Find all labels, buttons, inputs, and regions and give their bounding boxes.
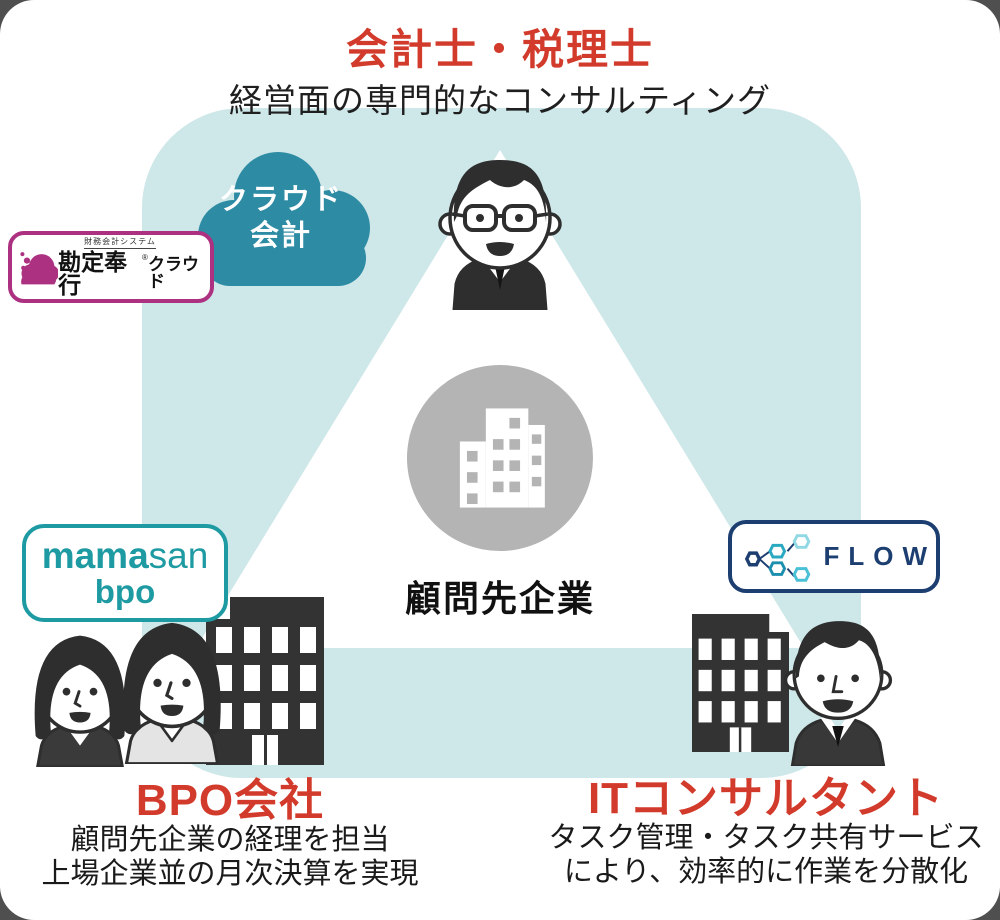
it-role-title: ITコンサルタント [587, 774, 945, 823]
kanjo-system-label: 財務会計システム [84, 237, 156, 249]
bpo-role-line1: 顧問先企業の経理を担当 [70, 824, 390, 856]
bpo-role-block: BPO会社 顧問先企業の経理を担当 上場企業並の月次決算を実現 [10, 779, 450, 891]
businesswoman-icon-2 [123, 622, 221, 764]
mamasan-logo-line2: bpo [94, 573, 156, 611]
mamasan-logo-line1: mamasan [42, 537, 209, 575]
businesswoman-icon-1 [34, 635, 126, 767]
mamasan-bpo-logo: mamasan bpo [22, 524, 228, 622]
flow-logo: FLOW [728, 520, 940, 593]
mamasan-bold-part: mama [41, 535, 149, 577]
office-building-icon-left [206, 597, 324, 765]
accountant-person-icon [438, 160, 562, 310]
businessman-icon [783, 621, 893, 766]
it-role-line1: タスク管理・タスク共有サービス [548, 822, 984, 854]
kanjo-brand-text: 勘定奉行 [58, 248, 128, 298]
registered-mark: ® [142, 252, 148, 262]
cloud-accounting-badge: クラウド 会計 [196, 182, 366, 255]
office-building-icon-right [692, 613, 789, 753]
bpo-role-line2: 上場企業並の月次決算を実現 [41, 858, 419, 891]
cloud-badge-line1: クラウド [218, 184, 343, 216]
top-role-description: 経営面の専門的なコンサルティング [228, 82, 772, 119]
company-building-icon [459, 408, 545, 508]
bpo-role-title: BPO会社 [135, 776, 325, 825]
cloud-icon [198, 152, 370, 286]
flow-brand-text: FLOW [823, 541, 936, 571]
it-role-block: ITコンサルタント タスク管理・タスク共有サービス により、効率的に作業を分散化 [540, 777, 992, 889]
center-company-label: 顧問先企業 [404, 578, 595, 619]
it-role-line2: により、効率的に作業を分散化 [563, 856, 969, 889]
top-role-title: 会計士・税理士 [345, 26, 654, 73]
cloud-badge-line2: 会計 [249, 220, 312, 253]
kanjo-suffix-text: クラウド [147, 254, 199, 291]
kanjo-bugyo-cloud-logo: 財務会計システム 勘定奉行 ® クラウド [8, 231, 214, 303]
hexagon-network-icon [744, 533, 811, 582]
company-circle-icon [407, 365, 593, 551]
kanjo-cloud-icon [20, 252, 59, 285]
mamasan-regular-part: san [148, 535, 209, 577]
